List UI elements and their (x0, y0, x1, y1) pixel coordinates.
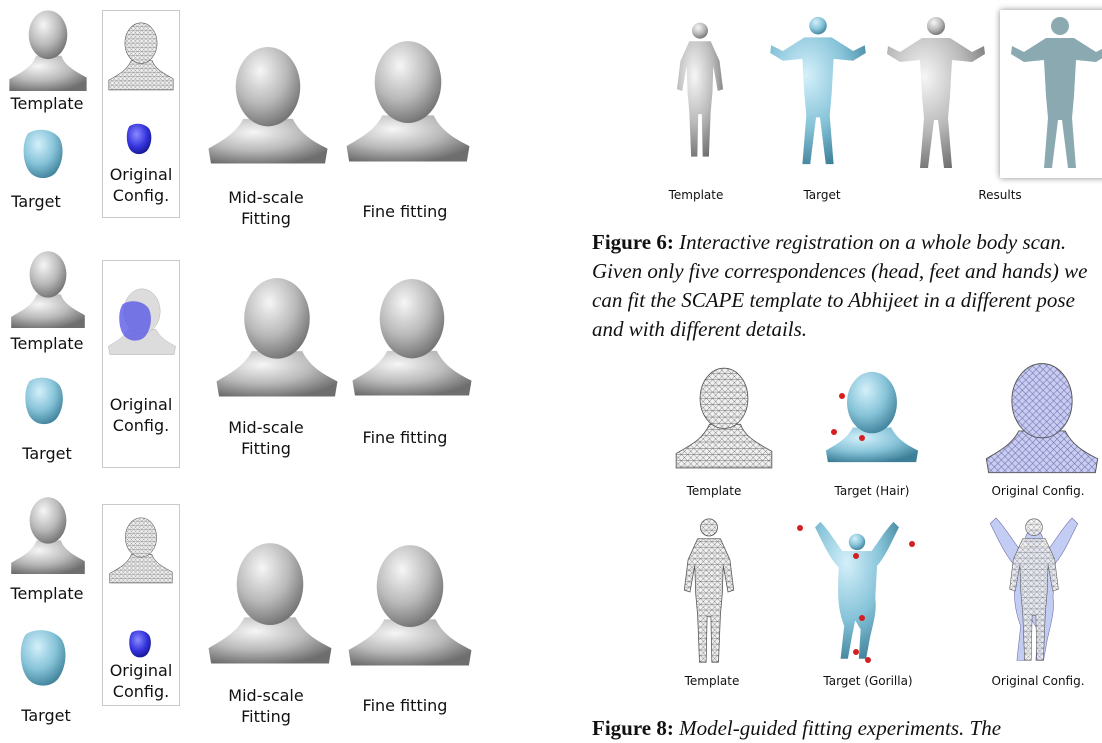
gorilla-landmarks (794, 520, 920, 666)
mesh-head-image (107, 507, 175, 591)
result-body-overlay-image (1000, 14, 1102, 174)
landmark-dot (853, 649, 859, 655)
config-blue-face-image (125, 625, 155, 663)
grid-template-label: Template (672, 484, 756, 498)
original-config-label: Original Config. (103, 395, 179, 437)
figure-8-number: Figure 8: (592, 716, 674, 740)
grid-template-head-image (672, 356, 776, 476)
fig6-results-label: Results (968, 188, 1032, 202)
fine-fitting-label: Fine fitting (340, 202, 470, 223)
config-blue-face-image (122, 117, 156, 161)
landmark-dot (859, 435, 865, 441)
caption-line-3: can fit the SCAPE template to Abhijeet i… (592, 288, 1075, 312)
mesh-head-image (106, 13, 176, 97)
template-head-image (6, 4, 90, 94)
original-config-box: Original Config. (102, 260, 180, 468)
landmark-dot (797, 525, 803, 531)
target-label: Target (2, 192, 70, 213)
original-config-label: Original Config. (103, 661, 179, 703)
template-label: Template (2, 584, 92, 605)
grid-original-config-body-image (968, 516, 1100, 668)
grid-original-config-head-image (984, 356, 1100, 478)
grid-original-config-label: Original Config. (984, 674, 1092, 688)
original-config-box: Original Config. (102, 504, 180, 706)
grid-template-label: Template (670, 674, 754, 688)
template-body-image (656, 20, 744, 162)
figure-6-number: Figure 6: (592, 230, 674, 254)
fig6-template-label: Template (664, 188, 728, 202)
template-head-image (8, 246, 88, 330)
caption-line-4: and with different details. (592, 317, 807, 341)
fine-fit-image (344, 18, 472, 182)
mid-scale-label: Mid-scale Fitting (196, 188, 336, 230)
landmark-dot (853, 553, 859, 559)
template-head-image (8, 488, 88, 580)
target-smiling-face-image (12, 612, 74, 704)
original-config-box: Original Config. (102, 10, 180, 218)
figure-8-text: Model-guided fitting experiments. The (679, 716, 1001, 740)
landmark-dot (839, 393, 845, 399)
mid-scale-fit-image (206, 524, 334, 680)
original-config-label: Original Config. (103, 165, 179, 207)
hair-landmarks (824, 356, 920, 476)
landmark-dot (859, 615, 865, 621)
target-partial-face-image (18, 364, 70, 438)
landmark-dot (865, 657, 871, 663)
template-label: Template (4, 94, 90, 115)
fine-fitting-label: Fine fitting (340, 696, 470, 717)
target-label: Target (8, 706, 84, 727)
config-blue-overlay-image (113, 289, 157, 353)
grid-original-config-label: Original Config. (984, 484, 1092, 498)
landmark-dot (831, 429, 837, 435)
fig6-target-label: Target (796, 188, 848, 202)
target-body-scan-image (758, 14, 878, 170)
figure-6-caption: Figure 6: Interactive registration on a … (592, 228, 1102, 344)
fine-fit-image (346, 528, 474, 680)
mid-scale-label: Mid-scale Fitting (196, 686, 336, 728)
mid-scale-fit-image (206, 24, 330, 184)
result-inset-frame (1000, 10, 1102, 178)
mid-scale-fit-image (214, 262, 340, 410)
target-label: Target (12, 444, 82, 465)
result-body-gray-image (876, 14, 996, 174)
fine-fit-image (350, 262, 474, 410)
grid-target-gorilla-label: Target (Gorilla) (806, 674, 930, 688)
landmark-dot (909, 541, 915, 547)
caption-line-2: Given only five correspondences (head, f… (592, 259, 1088, 283)
caption-line-1: Interactive registration on a whole body… (679, 230, 1066, 254)
grid-template-body-image (674, 516, 744, 668)
fine-fitting-label: Fine fitting (340, 428, 470, 449)
mid-scale-label: Mid-scale Fitting (196, 418, 336, 460)
target-face-image (16, 118, 70, 190)
grid-target-hair-label: Target (Hair) (822, 484, 922, 498)
template-label: Template (2, 334, 92, 355)
